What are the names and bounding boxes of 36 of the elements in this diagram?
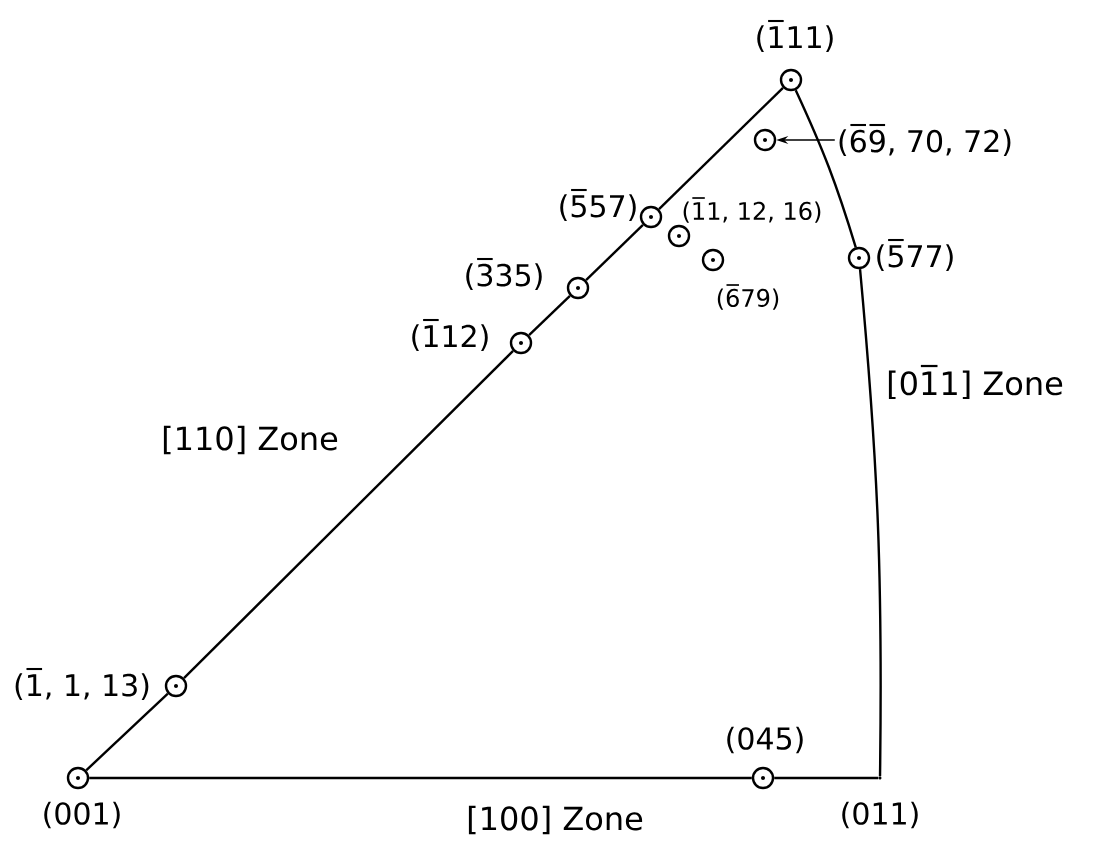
pole-marker bbox=[667, 224, 691, 248]
pole-marker bbox=[566, 276, 590, 300]
zone-line bbox=[774, 776, 879, 780]
pole-label: (1̅11) bbox=[757, 19, 833, 53]
pole-label: (1̅1, 12, 16) bbox=[683, 197, 821, 223]
zone-line bbox=[183, 350, 514, 679]
pole-marker bbox=[753, 128, 777, 152]
zone-line bbox=[658, 87, 784, 211]
pole-label: (011) bbox=[842, 801, 918, 829]
pole-label: (045) bbox=[727, 726, 803, 754]
pole-label: (6̅9̅, 70, 72) bbox=[839, 123, 1011, 157]
zone-label: [100] Zone bbox=[468, 805, 643, 835]
zone-line bbox=[89, 776, 752, 780]
pole-marker bbox=[66, 766, 90, 790]
zone-line bbox=[85, 692, 169, 772]
zone-line bbox=[528, 294, 571, 337]
pole-marker bbox=[164, 674, 188, 698]
pole-label: (5̅77) bbox=[877, 238, 953, 272]
zone-line bbox=[794, 89, 857, 248]
zone-line bbox=[858, 269, 882, 777]
pole-marker bbox=[639, 205, 663, 229]
zone-line bbox=[585, 223, 644, 282]
zone-label: [01̅1] Zone bbox=[888, 364, 1063, 400]
pole-marker bbox=[779, 68, 803, 92]
zone-label: [110] Zone bbox=[163, 425, 338, 455]
pole-label: (6̅79) bbox=[717, 284, 779, 310]
pole-label: (3̅35) bbox=[466, 257, 542, 291]
pole-marker bbox=[751, 766, 775, 790]
corner-point bbox=[878, 776, 882, 780]
pole-label: (001) bbox=[44, 801, 120, 829]
pole-marker bbox=[701, 248, 725, 272]
pole-marker bbox=[847, 246, 871, 270]
pole-label: (1̅, 1, 13) bbox=[15, 667, 149, 701]
pole-marker bbox=[509, 331, 533, 355]
pole-label: (5̅57) bbox=[560, 188, 636, 222]
pole-label: (1̅12) bbox=[412, 318, 488, 352]
